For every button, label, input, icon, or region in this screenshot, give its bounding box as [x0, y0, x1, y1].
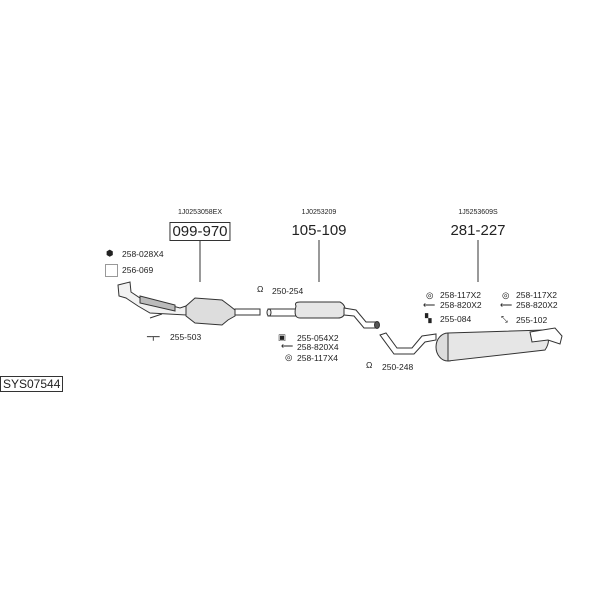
hanger-icon: ⤡	[501, 314, 508, 324]
bolt-icon: ⟵	[500, 300, 513, 310]
clamp-icon: Ω	[257, 284, 264, 294]
part-number-link[interactable]: 105-109	[291, 222, 347, 239]
ring-icon: ◎	[502, 290, 510, 300]
fitting-link[interactable]: 258-820X4	[297, 342, 339, 352]
ring-icon: ◎	[426, 290, 434, 300]
fitting-link[interactable]: 255-084	[440, 314, 472, 324]
fitting-link[interactable]: 258-820X2	[516, 300, 558, 310]
bolt-icon: ⟵	[281, 341, 294, 351]
part-number-link[interactable]: 099-970	[169, 222, 231, 241]
gasket-icon	[105, 264, 118, 277]
fitting-link[interactable]: 256-069	[122, 265, 154, 275]
catalytic-converter-assembly	[117, 281, 261, 326]
fitting-link[interactable]: 255-503	[170, 332, 202, 342]
clamp-icon: Ω	[366, 360, 373, 370]
rear-silencer-assembly	[379, 327, 563, 362]
fitting-link[interactable]: 258-820X2	[440, 300, 482, 310]
fitting-link[interactable]: 258-028X4	[122, 249, 164, 259]
oe-number-label: 1J0253058EX	[178, 209, 222, 216]
fitting-link[interactable]: 255-054X2	[297, 333, 339, 343]
oe-number-label: 1J5253609S	[458, 209, 498, 216]
ring-icon: ◎	[285, 352, 293, 362]
bolt-icon: ⟵	[423, 300, 436, 310]
fitting-link[interactable]: 255-102	[516, 315, 548, 325]
rubber-mount-icon: ▣	[278, 332, 287, 342]
fitting-link[interactable]: 250-248	[382, 362, 414, 372]
part-number-link[interactable]: 281-227	[450, 222, 506, 239]
fitting-link[interactable]: 250-254	[272, 286, 304, 296]
middle-silencer-assembly	[266, 301, 380, 329]
nut-icon: ⬢	[106, 248, 114, 258]
oe-number-label: 1J0253209	[301, 209, 337, 216]
diagram-id-label: SYS07544	[0, 376, 64, 392]
rubber-mount-icon: ▚	[425, 313, 432, 323]
bracket-icon: ━┳━	[147, 334, 160, 341]
fitting-link[interactable]: 258-117X4	[297, 353, 338, 363]
fitting-link[interactable]: 258-117X2	[516, 290, 557, 300]
fitting-link[interactable]: 258-117X2	[440, 290, 481, 300]
